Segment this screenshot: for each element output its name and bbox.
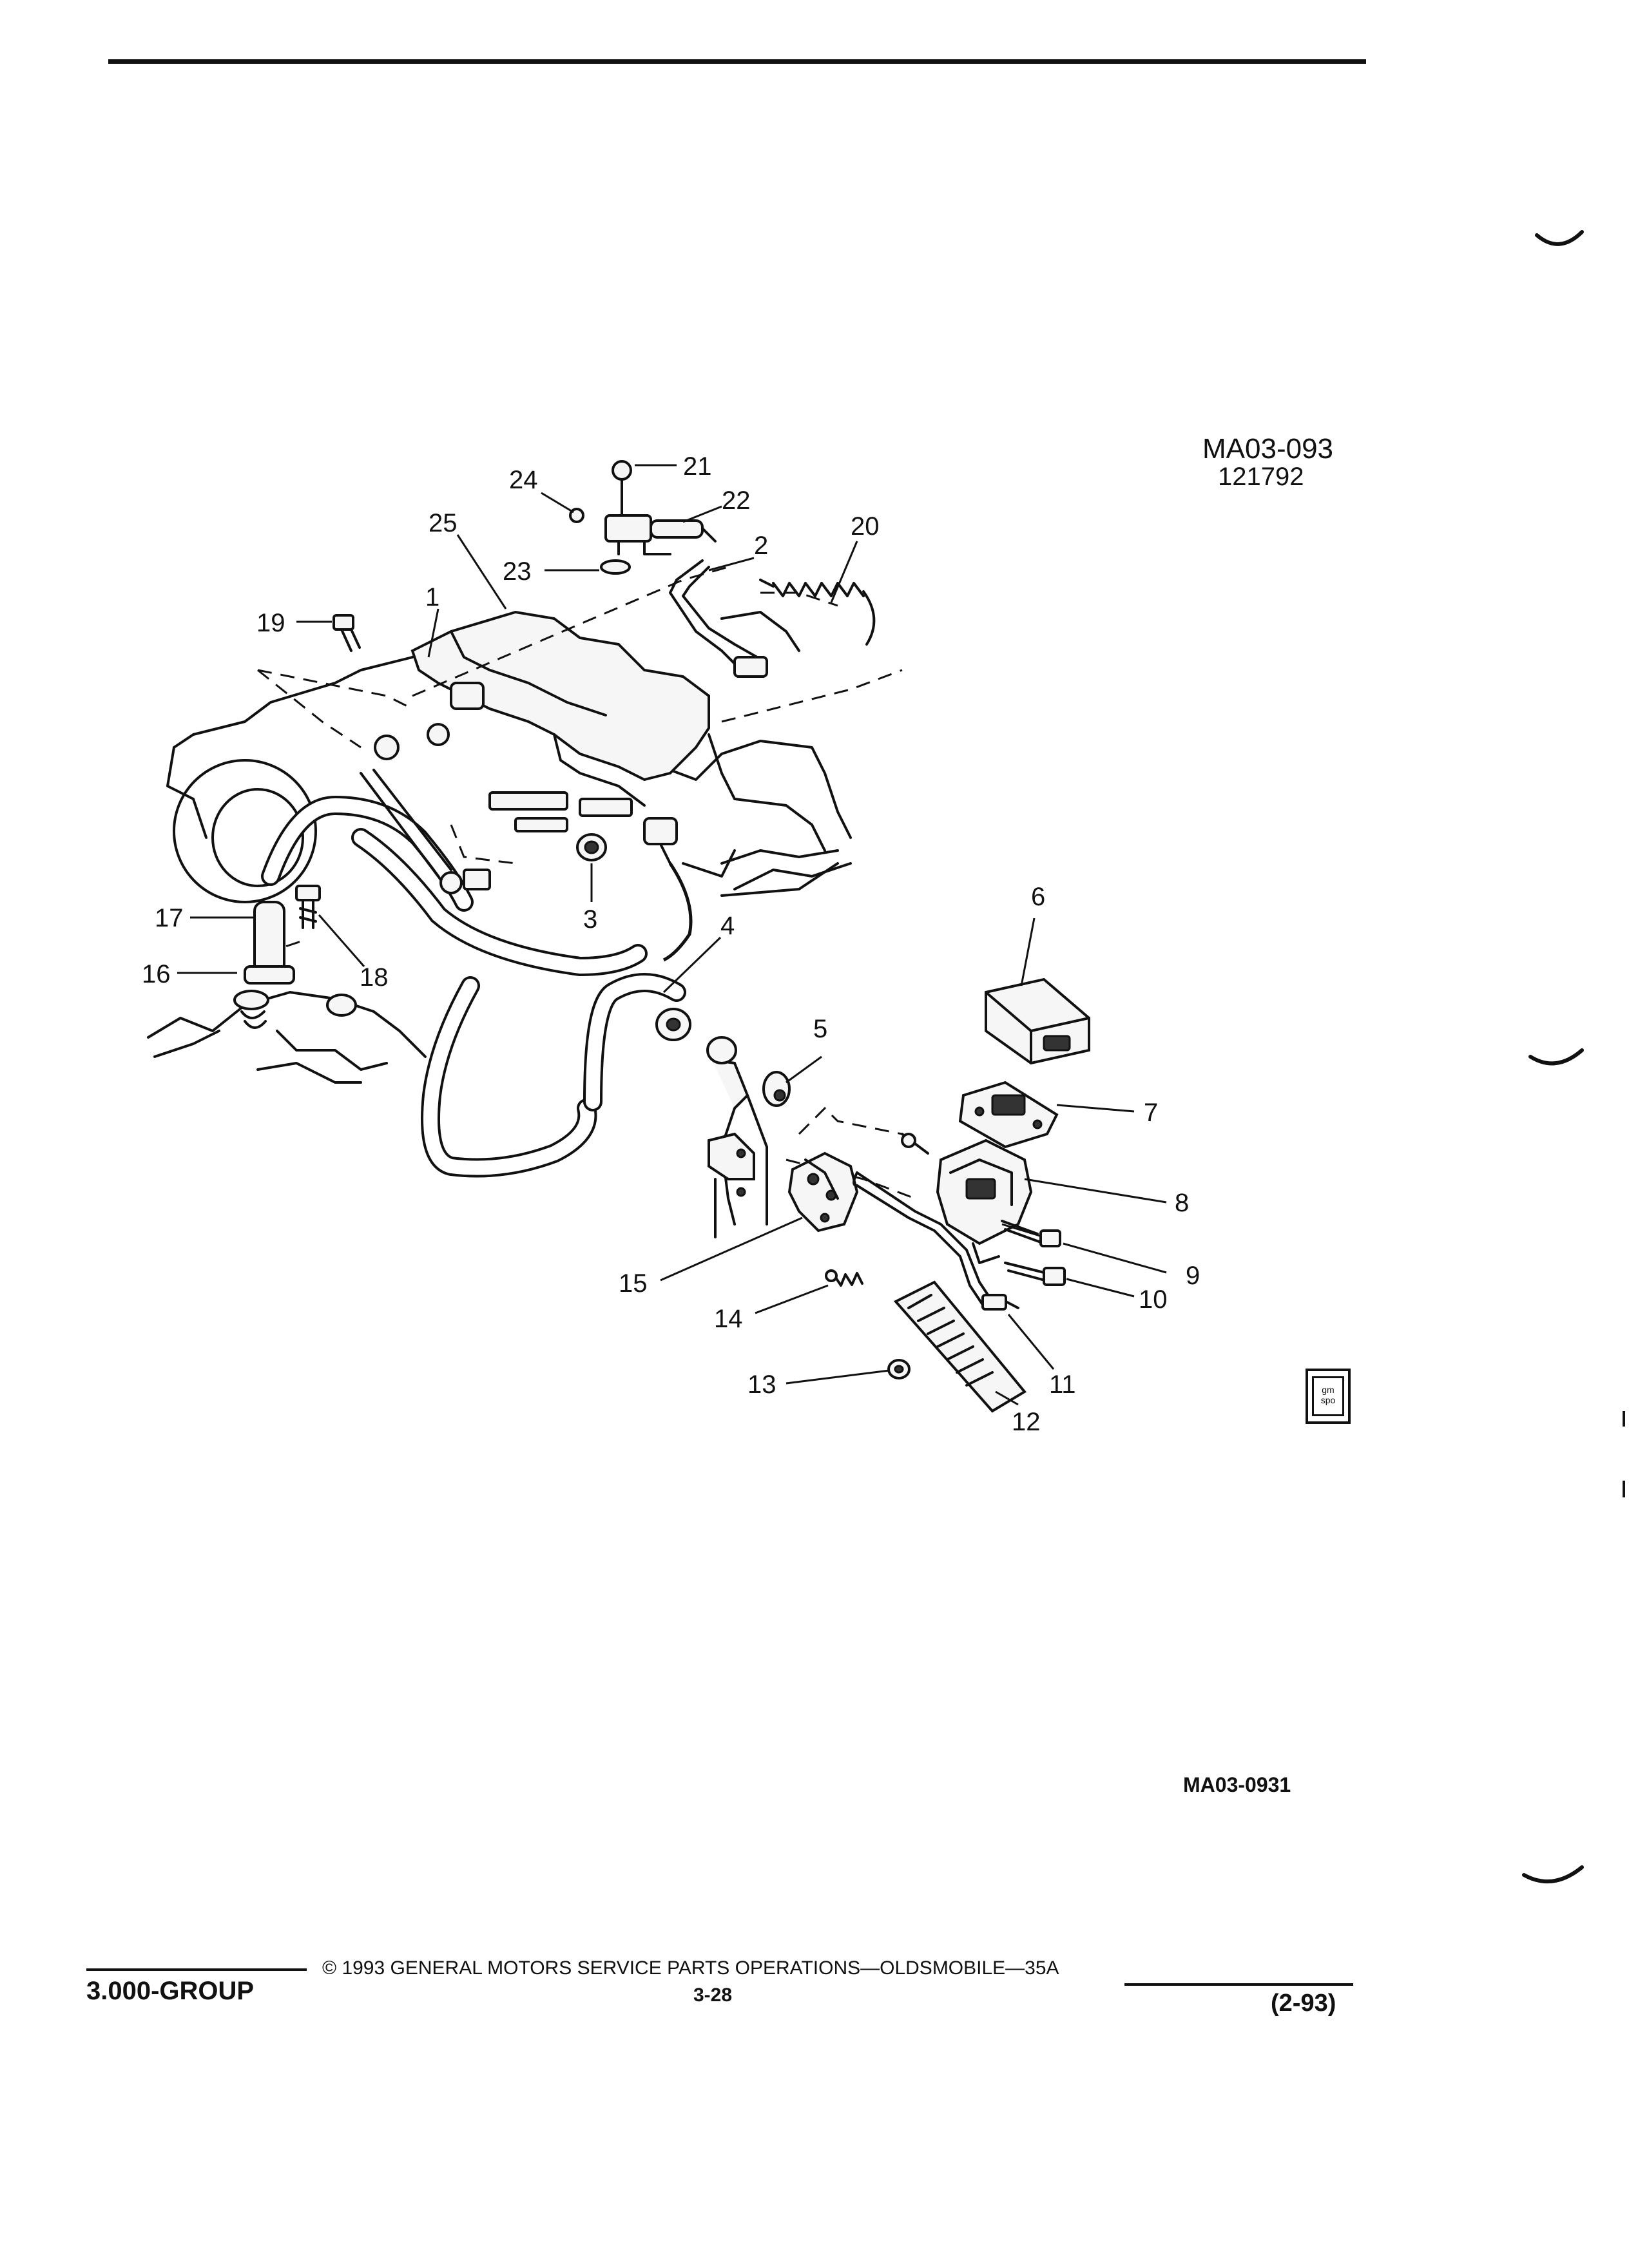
callout-18: 18 [360,963,389,992]
gm-spo-logo: gm spo [1306,1369,1351,1424]
footer-group: 3.000-GROUP [86,1977,255,2005]
binding-mark-1 [1535,230,1584,246]
assembly-line [450,824,516,865]
cable-bracket [569,460,717,575]
callout-22: 22 [722,486,751,515]
callout-20: 20 [851,512,880,541]
diagram-date: 121792 [1218,463,1304,491]
cable-end-fitting [233,614,361,1029]
callout-16: 16 [142,960,171,988]
margin-mark [1623,1481,1625,1497]
control-module [985,977,1090,1065]
logo-text-top: gm [1322,1385,1335,1395]
callout-14: 14 [714,1305,743,1333]
callout-3: 3 [583,905,597,934]
binding-mark-2 [1528,1048,1584,1066]
callout-8: 8 [1175,1189,1189,1217]
firewall-bracket [655,1008,791,1238]
leader-lines [177,464,1167,1406]
pedal-grommet [887,1359,911,1379]
figure-code: MA03-0931 [1183,1773,1291,1796]
assembly-line [721,669,903,723]
assembly-line [257,669,361,749]
mounting-plate [958,1081,1059,1149]
pedal-spring [825,1269,863,1287]
diagram-id: MA03-093 [1202,433,1334,465]
throttle-body [374,610,710,832]
callout-6: 6 [1031,883,1045,911]
callout-23: 23 [503,557,532,586]
callout-4: 4 [720,912,735,940]
callout-10: 10 [1139,1285,1168,1314]
callout-24: 24 [509,466,538,494]
callout-1: 1 [425,583,439,611]
footer-rule-left [86,1968,307,1971]
callout-9: 9 [1186,1262,1200,1290]
binding-mark-3 [1522,1865,1584,1883]
callout-2: 2 [754,532,768,560]
assembly-line [257,669,413,710]
assembly-line [760,591,838,607]
margin-mark [1623,1411,1625,1427]
callout-5: 5 [813,1015,827,1043]
footer-page-number: 3-28 [693,1984,733,2006]
callout-13: 13 [747,1370,776,1399]
accelerator-pedal [853,1171,1027,1413]
callout-25: 25 [429,509,458,537]
callout-17: 17 [155,904,184,932]
top-rule [108,59,1366,64]
return-spring [759,579,876,646]
callout-11: 11 [1049,1370,1076,1399]
pedal-mounting-bracket [901,1133,1033,1264]
accelerator-cable [261,769,693,1178]
throttle-lever [669,559,800,678]
callout-19: 19 [256,609,285,637]
pedal-bracket [787,1151,859,1233]
callout-15: 15 [619,1269,648,1298]
assembly-line [412,566,729,697]
callout-7: 7 [1144,1099,1158,1127]
footer-edition: (2-93) [1271,1990,1336,2017]
callout-21: 21 [683,452,712,481]
callout-12: 12 [1012,1408,1041,1436]
logo-text-bottom: spo [1320,1395,1336,1405]
assembly-line [798,1106,903,1135]
mounting-bolts [1001,1220,1066,1286]
footer-rule-right [1124,1983,1353,1986]
footer-copyright: © 1993 GENERAL MOTORS SERVICE PARTS OPER… [322,1957,1059,1979]
